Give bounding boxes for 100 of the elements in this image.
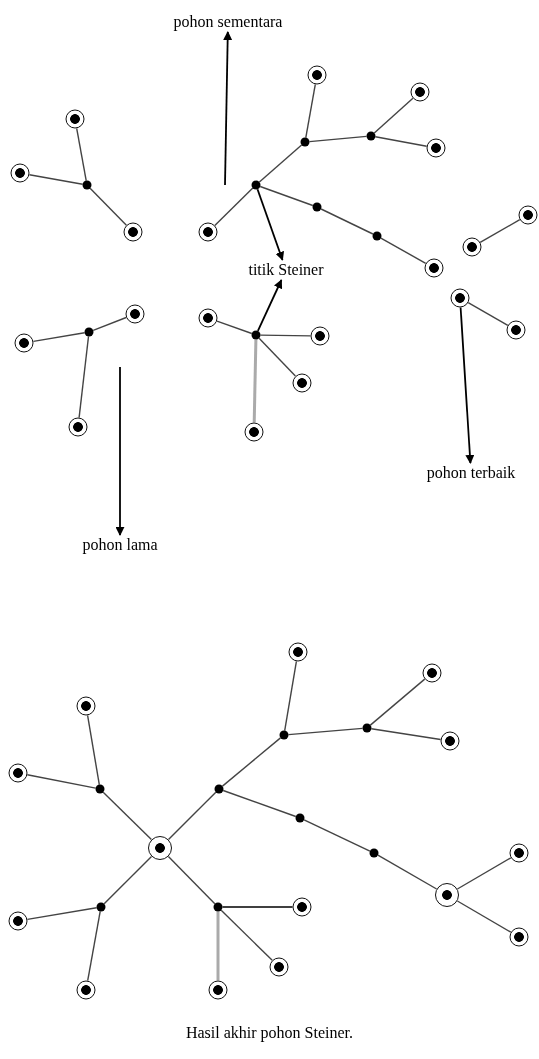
- tree-edge: [303, 819, 371, 852]
- tree-edge: [377, 854, 438, 890]
- tree-edge: [456, 900, 512, 933]
- tree-edge: [305, 83, 316, 139]
- tree-edge: [102, 791, 153, 841]
- terminal-node: [307, 65, 327, 85]
- caption: Hasil akhir pohon Steiner.: [185, 1024, 354, 1042]
- terminal-node: [506, 320, 526, 340]
- terminal-node: [198, 222, 218, 242]
- steiner-point: [279, 730, 289, 740]
- steiner-point: [251, 330, 261, 340]
- terminal-node: [76, 696, 96, 716]
- terminal-node: [8, 763, 28, 783]
- steiner-point: [214, 784, 224, 794]
- tree-edge: [87, 910, 101, 982]
- tree-edge: [167, 791, 217, 841]
- tree-edge: [92, 316, 127, 332]
- tree-edge: [258, 144, 303, 183]
- tree-edge: [221, 737, 282, 787]
- tree-edge: [26, 774, 97, 789]
- tree-edge: [103, 855, 153, 905]
- tree-edge: [287, 727, 364, 736]
- tree-label: pohon terbaik: [424, 463, 518, 483]
- terminal-node: [292, 373, 312, 393]
- steiner-point: [213, 902, 223, 912]
- tree-label: pohon sementara: [171, 12, 285, 32]
- tree-edge: [222, 789, 297, 818]
- arrow: [256, 188, 285, 261]
- arrow: [257, 279, 283, 332]
- terminal-node: [288, 642, 308, 662]
- steiner-point: [295, 813, 305, 823]
- tree-edge: [252, 339, 258, 423]
- terminal-node: [440, 731, 460, 751]
- steiner-point: [366, 131, 376, 141]
- terminal-node: [435, 883, 459, 907]
- steiner-point: [372, 231, 382, 241]
- tree-edge: [370, 728, 442, 741]
- tree-edge: [258, 337, 297, 377]
- tree-edge: [369, 678, 426, 726]
- steiner-point: [84, 327, 94, 337]
- terminal-node: [426, 138, 446, 158]
- terminal-node: [450, 288, 470, 308]
- tree-edge: [26, 907, 98, 921]
- terminal-node: [198, 308, 218, 328]
- terminal-node: [65, 109, 85, 129]
- tree-edge: [259, 185, 314, 207]
- terminal-node: [10, 163, 30, 183]
- tree-edge: [320, 208, 374, 235]
- steiner-point: [96, 902, 106, 912]
- tree-edge: [86, 714, 100, 786]
- tree-edge: [467, 302, 509, 326]
- terminal-node: [68, 417, 88, 437]
- tree-label: titik Steiner: [246, 260, 326, 280]
- arrow: [459, 306, 475, 464]
- terminal-node: [410, 82, 430, 102]
- tree-edge: [220, 909, 273, 961]
- terminal-node: [208, 980, 228, 1000]
- terminal-node: [509, 927, 529, 947]
- terminal-node: [8, 911, 28, 931]
- tree-edge: [28, 174, 84, 185]
- tree-edge: [221, 906, 294, 908]
- tree-edge: [216, 320, 253, 335]
- tree-edge: [380, 237, 427, 264]
- steiner-point: [95, 784, 105, 794]
- steiner-point: [82, 180, 92, 190]
- tree-edge: [89, 187, 128, 226]
- terminal-node: [462, 237, 482, 257]
- steiner-point: [312, 202, 322, 212]
- tree-edge: [373, 97, 414, 134]
- terminal-node: [424, 258, 444, 278]
- tree-edge: [479, 219, 521, 243]
- tree-edge: [456, 857, 512, 890]
- tree-edge: [32, 332, 86, 343]
- terminal-node: [148, 836, 172, 860]
- terminal-node: [518, 205, 538, 225]
- terminal-node: [292, 897, 312, 917]
- terminal-node: [123, 222, 143, 242]
- terminal-node: [422, 663, 442, 683]
- terminal-node: [509, 843, 529, 863]
- tree-edge: [167, 855, 216, 905]
- steiner-point: [300, 137, 310, 147]
- tree-edge: [284, 660, 298, 732]
- terminal-node: [244, 422, 264, 442]
- tree-edge: [259, 334, 312, 337]
- tree-edge: [78, 335, 90, 419]
- terminal-node: [310, 326, 330, 346]
- tree-label: pohon lama: [80, 535, 160, 555]
- tree-edge: [76, 127, 87, 182]
- tree-edge: [216, 911, 220, 981]
- steiner-point: [251, 180, 261, 190]
- steiner-point: [362, 723, 372, 733]
- steiner-point: [369, 848, 379, 858]
- tree-edge: [214, 187, 254, 227]
- terminal-node: [125, 304, 145, 324]
- terminal-node: [269, 957, 289, 977]
- arrow: [115, 366, 125, 536]
- tree-edge: [374, 136, 428, 147]
- tree-edge: [308, 135, 368, 143]
- terminal-node: [76, 980, 96, 1000]
- arrow: [223, 31, 233, 186]
